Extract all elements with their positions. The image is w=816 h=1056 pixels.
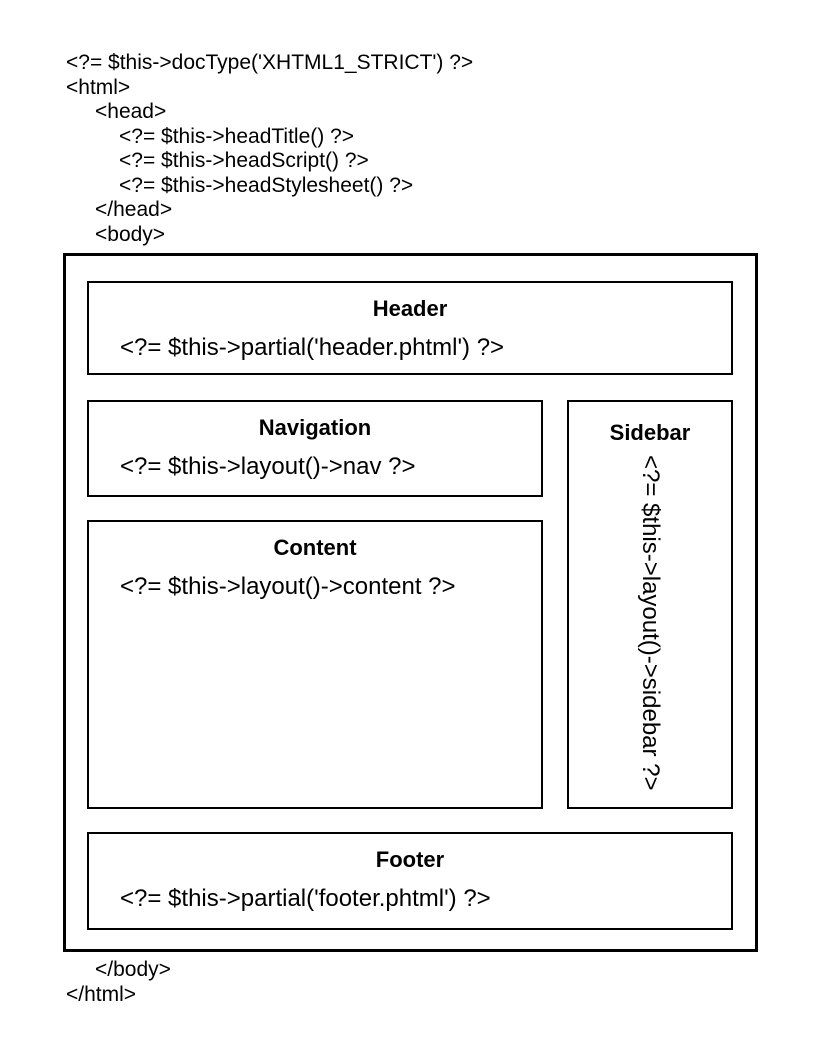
code-line-head-stylesheet: <?= $this->headStylesheet() ?>	[119, 173, 414, 197]
sidebar-box-code-vertical: <?= $this->layout()->sidebar ?>	[637, 455, 664, 791]
source-code-top: <?= $this->docType('XHTML1_STRICT') ?> <…	[66, 51, 473, 247]
code-line-head-script: <?= $this->headScript() ?>	[119, 149, 369, 172]
navigation-box: Navigation <?= $this->layout()->nav ?>	[87, 400, 543, 497]
content-box-title: Content	[273, 535, 357, 560]
footer-box-title: Footer	[375, 847, 445, 872]
sidebar-box-title: Sidebar	[609, 420, 691, 445]
navigation-box-title: Navigation	[258, 415, 372, 440]
header-box: Header <?= $this->partial('header.phtml'…	[87, 281, 733, 375]
code-line-head-open: <head>	[95, 100, 167, 123]
source-code-bottom: </body> </html>	[66, 958, 171, 1007]
content-box-code: <?= $this->layout()->content ?>	[120, 573, 456, 600]
code-line-doctype: <?= $this->docType('XHTML1_STRICT') ?>	[66, 51, 474, 74]
body-layout-outline: Header <?= $this->partial('header.phtml'…	[63, 253, 758, 952]
header-box-code: <?= $this->partial('header.phtml') ?>	[120, 334, 505, 361]
code-line-html-open: <html>	[66, 75, 131, 99]
code-line-head-close: </head>	[95, 198, 173, 221]
header-box-title: Header	[372, 296, 448, 321]
sidebar-box: Sidebar <?= $this->layout()->sidebar ?>	[567, 400, 733, 809]
content-box: Content <?= $this->layout()->content ?>	[87, 520, 543, 809]
navigation-box-code: <?= $this->layout()->nav ?>	[120, 453, 416, 480]
code-line-body-close: </body>	[95, 958, 171, 981]
footer-box: Footer <?= $this->partial('footer.phtml'…	[87, 832, 733, 930]
code-line-head-title: <?= $this->headTitle() ?>	[119, 124, 355, 148]
code-line-body-open: <body>	[95, 222, 166, 246]
code-line-html-close: </html>	[66, 982, 137, 1006]
footer-box-code: <?= $this->partial('footer.phtml') ?>	[120, 885, 491, 912]
